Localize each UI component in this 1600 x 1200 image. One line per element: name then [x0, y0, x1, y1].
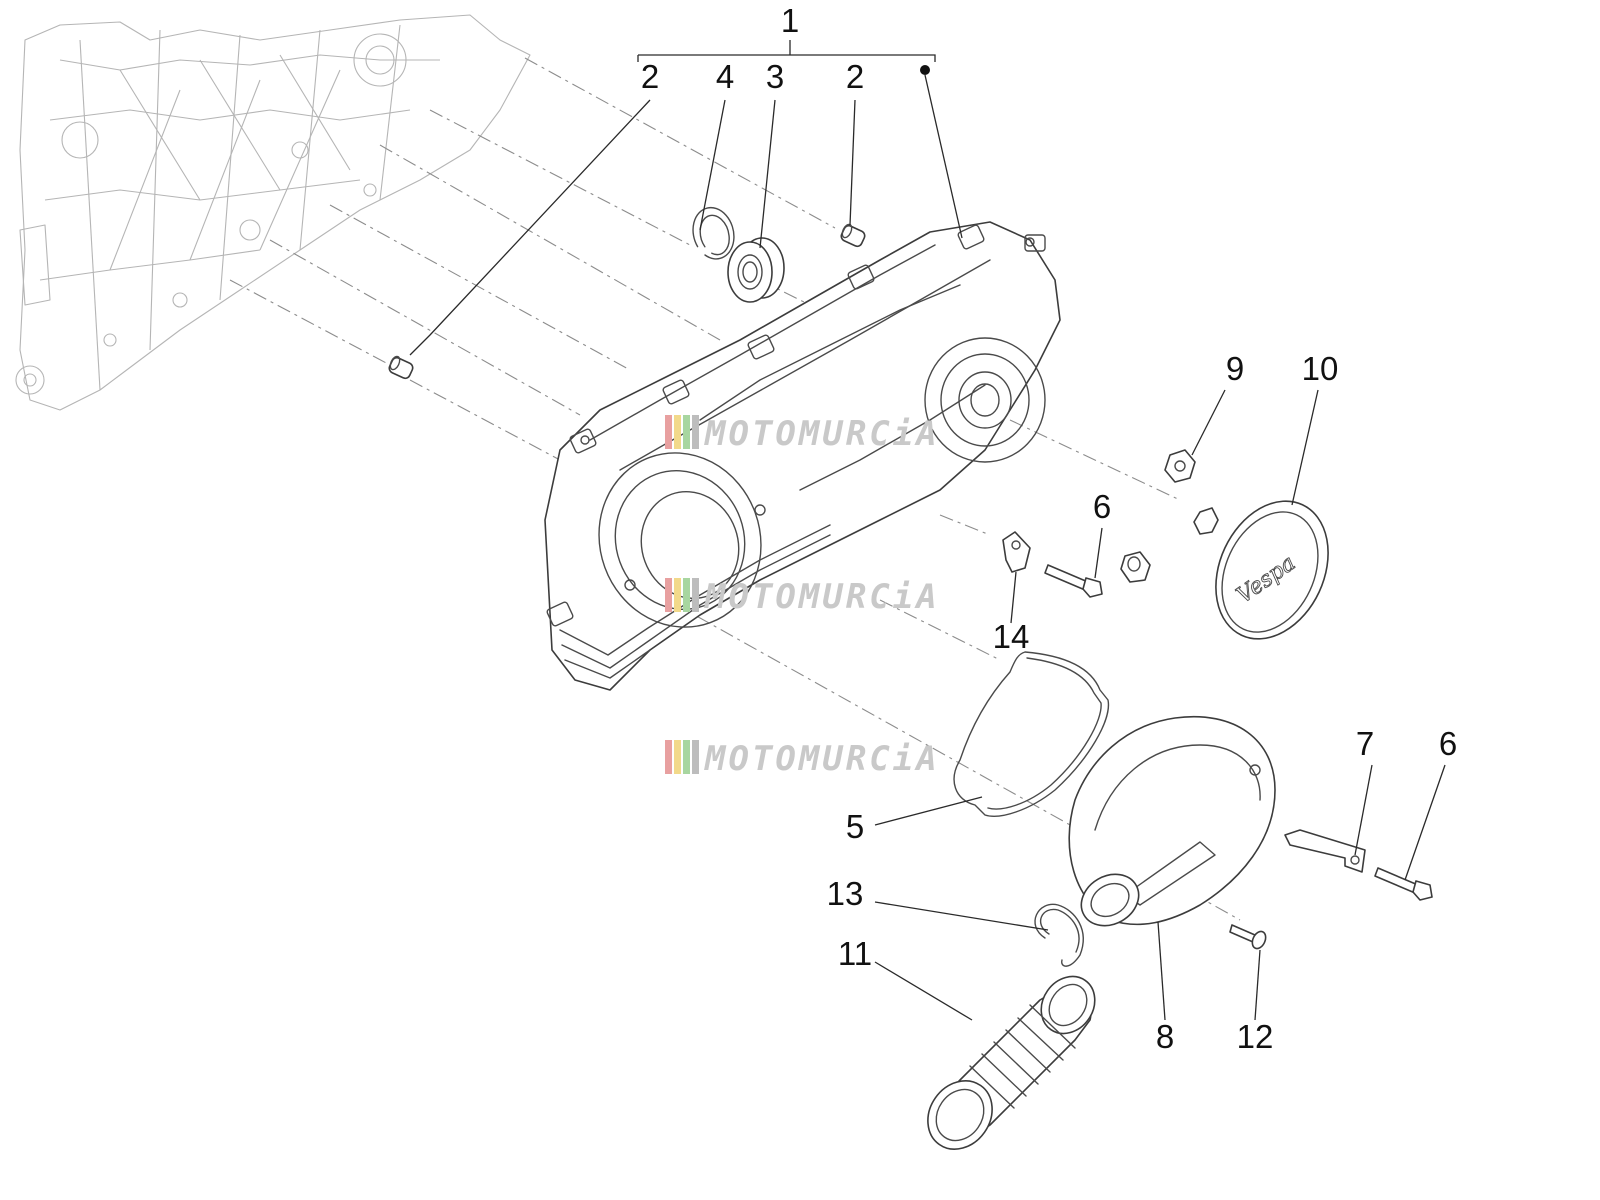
- watermark-middle: MOTOMURCiA: [665, 577, 940, 617]
- callout-2-left: 2: [641, 58, 659, 95]
- bearing: [727, 237, 785, 303]
- watermark-top: MOTOMURCiA: [665, 414, 940, 454]
- cover-nut-lower: [1193, 507, 1219, 535]
- callout-2-right: 2: [846, 58, 864, 95]
- crankcase-housing: [15, 14, 531, 411]
- callout-14: 14: [993, 618, 1030, 655]
- bolt-lower: [1374, 867, 1433, 901]
- watermark-text: MOTOMURCiA: [704, 414, 940, 454]
- callout-8: 8: [1156, 1018, 1174, 1055]
- callout-9: 9: [1226, 350, 1244, 387]
- callout-10: 10: [1302, 350, 1339, 387]
- screw: [1229, 924, 1267, 950]
- cover-nut: [1164, 449, 1196, 483]
- small-bracket: [1002, 531, 1031, 573]
- assembly-dot: [920, 65, 930, 75]
- watermark-text: MOTOMURCiA: [704, 577, 940, 617]
- callout-11: 11: [838, 935, 872, 972]
- leader-lines: [409, 40, 1446, 1021]
- spacer-nut: [1120, 551, 1151, 583]
- watermark-bottom: MOTOMURCiA: [665, 739, 940, 779]
- dowel-pin-right: [840, 223, 866, 248]
- dowel-pin-left: [388, 355, 414, 380]
- intake-bellows: [927, 975, 1096, 1150]
- watermark-text: MOTOMURCiA: [704, 739, 940, 779]
- callout-5: 5: [846, 808, 864, 845]
- air-duct-cover: [1068, 716, 1276, 927]
- callout-7: 7: [1356, 725, 1374, 762]
- logo-cover-cap: Vespa: [1215, 500, 1329, 640]
- callout-6-upper: 6: [1093, 488, 1111, 525]
- bolt-upper: [1044, 564, 1103, 598]
- gasket: [953, 651, 1110, 817]
- callout-1: 1: [781, 2, 799, 39]
- callout-3: 3: [766, 58, 784, 95]
- circlip: [692, 206, 735, 260]
- callout-labels: 1 2 4 3 2 9 10 6 14 7 6 5 13 11 8 12: [641, 2, 1457, 1055]
- hose-clamp: [1034, 903, 1084, 967]
- callout-12: 12: [1237, 1018, 1274, 1055]
- callout-4: 4: [716, 58, 734, 95]
- callout-6-lower: 6: [1439, 725, 1457, 762]
- transmission-cover: [544, 221, 1061, 691]
- bracket-plate: [1284, 829, 1366, 873]
- callout-13: 13: [827, 875, 864, 912]
